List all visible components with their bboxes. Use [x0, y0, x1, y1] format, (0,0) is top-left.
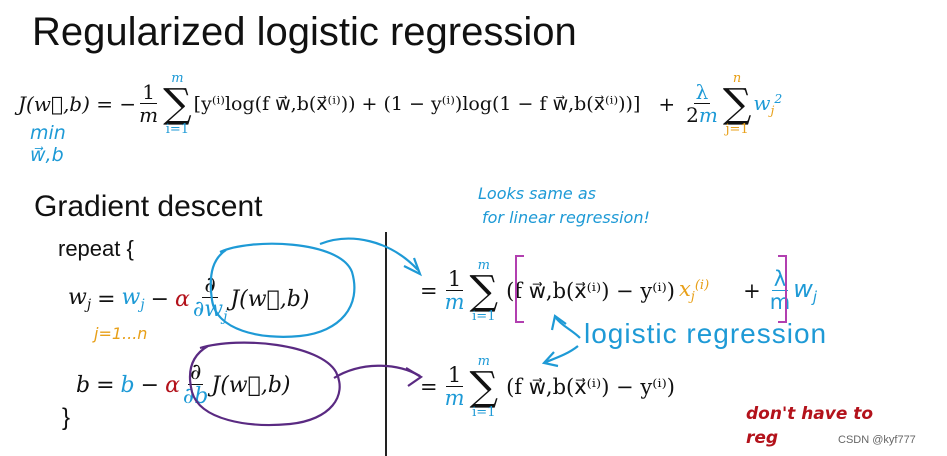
- page-title: Regularized logistic regression: [32, 10, 577, 54]
- w-update: wj = wj − α ∂ ∂wj J(w⃗,b): [68, 272, 310, 325]
- watermark: CSDN @kyf777: [838, 434, 916, 446]
- dont-have-to-note: don't have to reg: [746, 404, 874, 448]
- min-note: min w⃗,b: [30, 122, 66, 166]
- reg-sum: n ∑ j=1: [722, 71, 752, 137]
- cost-plus: +: [658, 92, 676, 116]
- cost-sum: m ∑ i=1: [163, 71, 192, 137]
- repeat-label: repeat {: [58, 236, 134, 261]
- close-brace: }: [62, 404, 71, 431]
- logistic-regression-label: logistic regression: [584, 318, 828, 349]
- cost-lhs: J(w⃗,b) = −: [18, 92, 137, 116]
- j-range-note: j=1...n: [94, 324, 148, 343]
- blue-circle-stroke: [209, 242, 356, 338]
- gd-heading: Gradient descent: [34, 190, 263, 223]
- blue-arrow-stroke: [319, 237, 419, 271]
- reg-term: wj2: [753, 90, 783, 118]
- reg-fraction: λ 2m: [686, 80, 718, 127]
- blue-arrow-up: [555, 317, 581, 339]
- blue-arrow-down: [545, 345, 579, 364]
- looks-same-note: Looks same as for linear regression!: [478, 184, 650, 227]
- cost-bracket-body: [y⁽ⁱ⁾log(f w⃗,b(x⃗⁽ⁱ⁾)) + (1 − y⁽ⁱ⁾)log(…: [193, 93, 641, 115]
- divider-line: [385, 232, 387, 456]
- b-partial-frac: ∂ ∂b: [182, 359, 209, 409]
- magenta-bracket-right: [778, 255, 787, 323]
- purple-circle-stroke: [188, 341, 341, 427]
- magenta-bracket-left: [515, 255, 524, 323]
- b-update: b = b − α ∂ ∂b J(w⃗,b): [76, 359, 291, 409]
